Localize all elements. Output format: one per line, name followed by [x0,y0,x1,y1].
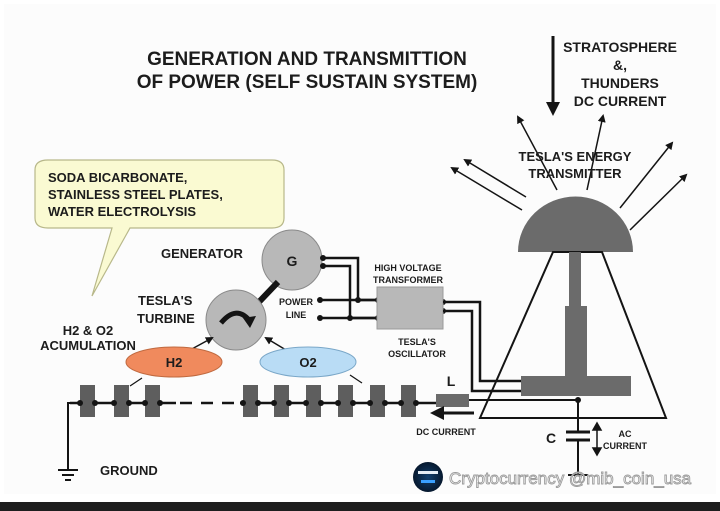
h2-tank [125,346,223,378]
capacitor-label: C [546,430,556,446]
generator-symbol: G [287,253,298,269]
inductor-label: L [447,373,456,389]
transmitter-base [521,376,631,396]
transmitter-pyramid [478,251,668,419]
radiation-arrow [463,158,527,198]
oscillator-wiring [443,300,521,393]
ground-wire [67,402,80,470]
transmitter-mast-upper [569,252,581,308]
o2-tank [259,346,357,378]
radiating-arrows [450,114,688,231]
transmitter-label-1: TESLA'S ENERGY [519,149,632,164]
turbine-label-2: TURBINE [137,311,195,326]
transmitter-mast-lower [565,306,587,376]
o2-feed-arrow [264,336,287,351]
inductor-l [436,394,469,407]
watermark: Cryptocurrency @mib_coin_usa [413,462,692,492]
dc-current-label: DC CURRENT [416,427,476,437]
ac-current-arrow-icon [591,421,603,457]
turbine-label-1: TESLA'S [138,293,193,308]
generator-label: GENERATOR [161,246,243,261]
callout-line-2: STAINLESS STEEL PLATES, [48,187,223,202]
stratosphere-label-3: THUNDERS [581,75,659,91]
radiation-arrow [619,141,674,209]
ac-current-label-2: CURRENT [603,441,648,451]
radiation-arrow [586,114,606,191]
ground-label: GROUND [100,463,158,478]
radiation-arrow [629,173,688,231]
title-line-2: OF POWER (SELF SUSTAIN SYSTEM) [137,72,478,93]
stratosphere-label-2: &, [613,57,627,73]
radiation-arrow [517,115,558,191]
title-line-1: GENERATION AND TRANSMITTION [147,49,467,70]
accumulation-label-1: H2 & O2 [63,323,114,338]
ground-icon [58,469,78,481]
generator-wiring [320,256,378,320]
transmitter-dome [518,196,633,252]
transformer-label-1: HIGH VOLTAGE [374,263,441,273]
oscillator-label-1: TESLA'S [398,337,436,347]
channel-logo-text-mark [418,471,438,474]
stratosphere-label-1: STRATOSPHERE [563,39,677,55]
plate-nodes [77,400,419,406]
electrolysis-plates [70,385,440,417]
transmitter-label-2: TRANSMITTER [528,166,622,181]
accumulation-label-2: ACUMULATION [40,338,136,353]
h2-label: H2 [166,355,183,370]
ac-current-label-1: AC [619,429,632,439]
power-line-label-1: POWER [279,297,314,307]
callout-line-1: SODA BICARBONATE, [48,170,187,185]
rotation-arrowhead [243,316,256,328]
radiation-arrow [450,166,523,211]
power-line-label-2: LINE [286,310,307,320]
channel-logo-bar [421,480,435,483]
bottom-edge-bar [0,502,720,511]
turbine-circle [205,289,267,351]
stratosphere-label-4: DC CURRENT [574,93,667,109]
turbine-shaft [255,279,281,306]
o2-label: O2 [299,355,316,370]
watermark-text: Cryptocurrency @mib_coin_usa [449,469,692,488]
transformer-label-2: TRANSFORMER [373,275,443,285]
callout-bubble [34,159,285,297]
callout-line-3: WATER ELECTROLYSIS [48,204,196,219]
channel-logo-icon [413,462,443,492]
oscillator-label-2: OSCILLATOR [388,349,446,359]
h2-connector [129,377,143,387]
high-voltage-transformer [376,286,444,330]
o2-connector [349,374,363,384]
